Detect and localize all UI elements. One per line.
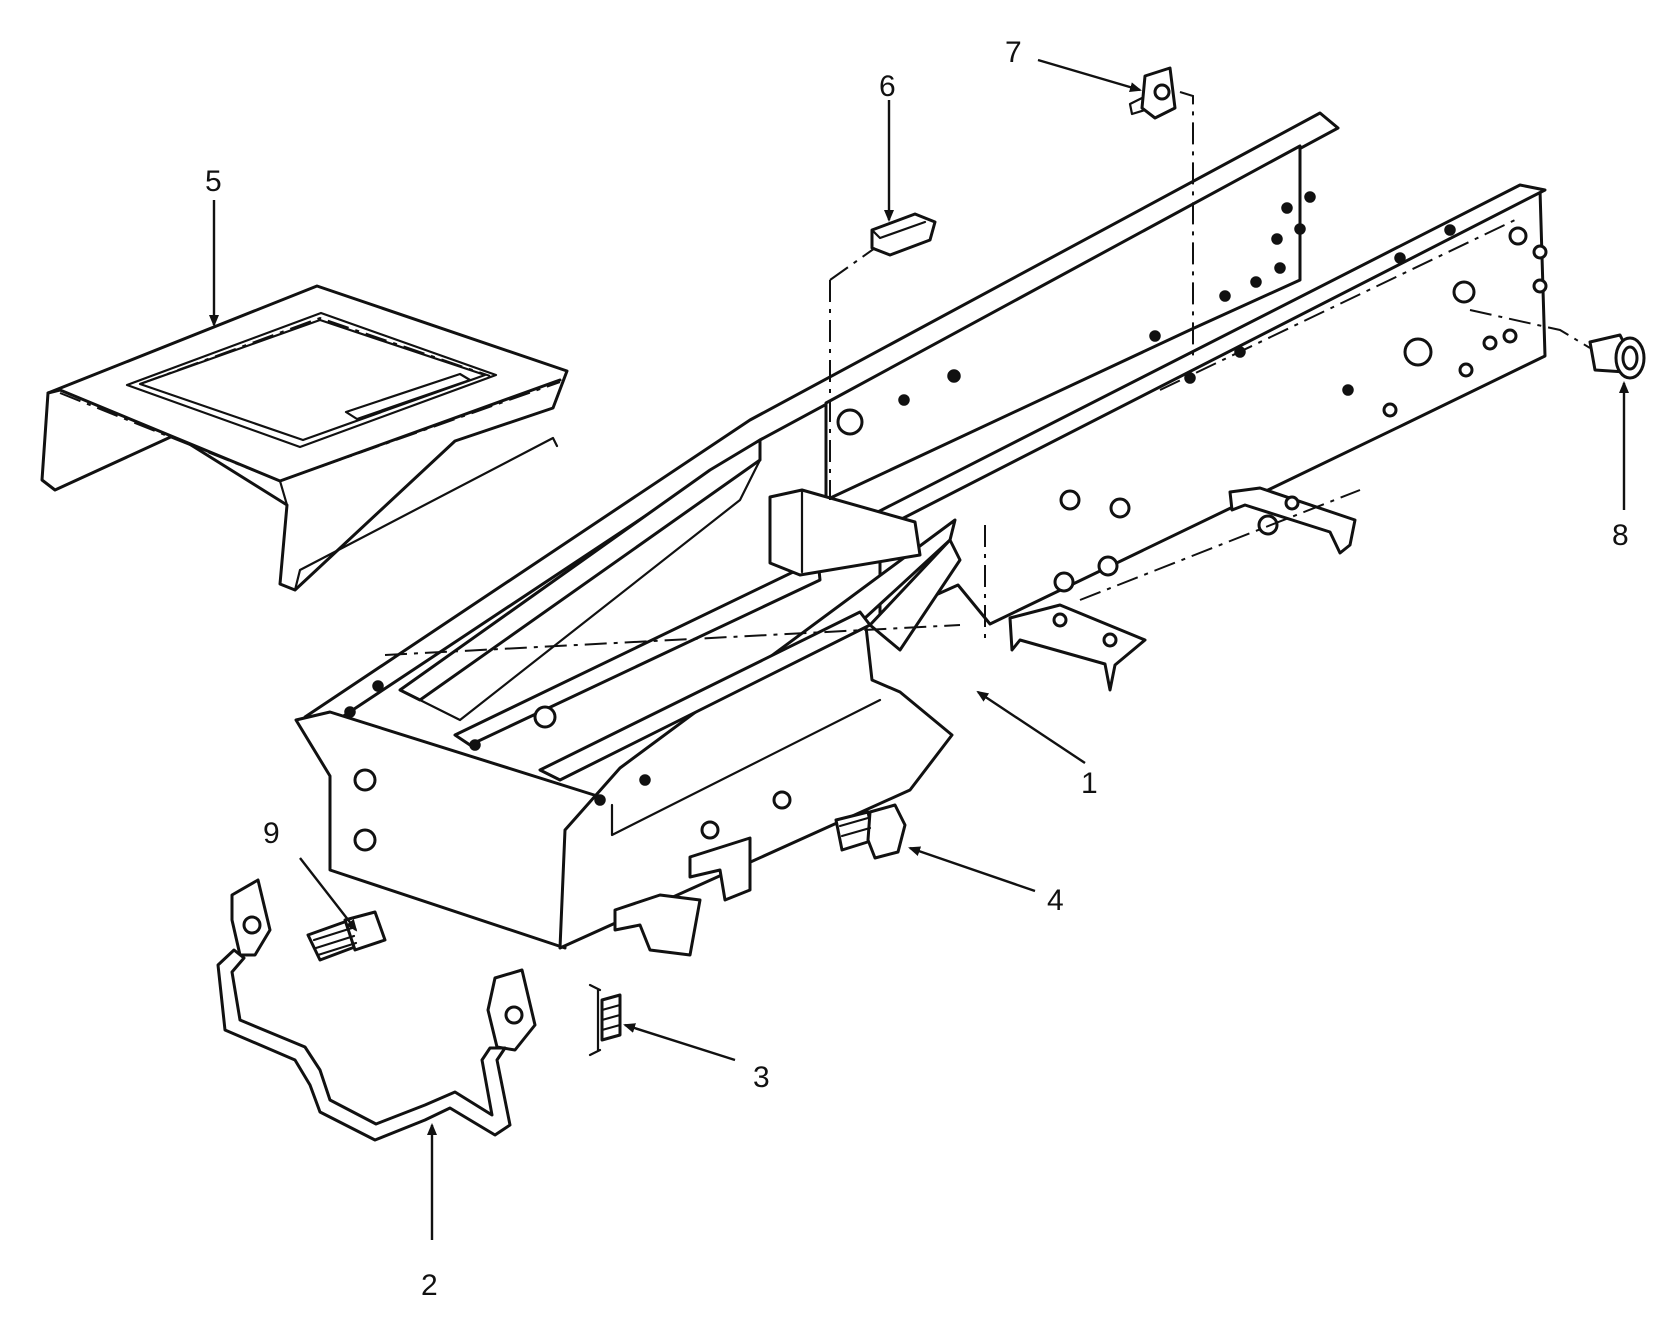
assembly-centerlines	[59, 91, 1591, 656]
leader-7	[1037, 58, 1142, 92]
callout-7: 7	[1005, 36, 1022, 69]
leader-3	[623, 1023, 736, 1062]
callout-4: 4	[1047, 884, 1064, 917]
part-1-main-frame	[294, 111, 1548, 957]
part-3-spring	[588, 983, 622, 1057]
part-6-clip	[870, 212, 937, 257]
callout-9: 9	[263, 817, 280, 850]
leader-4	[908, 846, 1036, 893]
leader-9	[299, 857, 358, 932]
part-8-bushing	[1588, 333, 1646, 380]
callout-8: 8	[1612, 519, 1629, 552]
part-4-bolt	[834, 803, 907, 860]
callout-6: 6	[879, 70, 896, 103]
part-5-seat-cover	[40, 284, 569, 592]
part-7-nut-plate	[1128, 66, 1177, 120]
callout-1: 1	[1081, 767, 1098, 800]
callout-3: 3	[753, 1061, 770, 1094]
callout-2: 2	[421, 1269, 438, 1302]
callout-labels: 1 2 3 4 5 6 7 8 9	[205, 36, 1629, 1302]
callout-leaders	[209, 58, 1629, 1240]
leader-1	[976, 690, 1086, 764]
callout-5: 5	[205, 165, 222, 198]
part-2-strap	[216, 878, 537, 1142]
